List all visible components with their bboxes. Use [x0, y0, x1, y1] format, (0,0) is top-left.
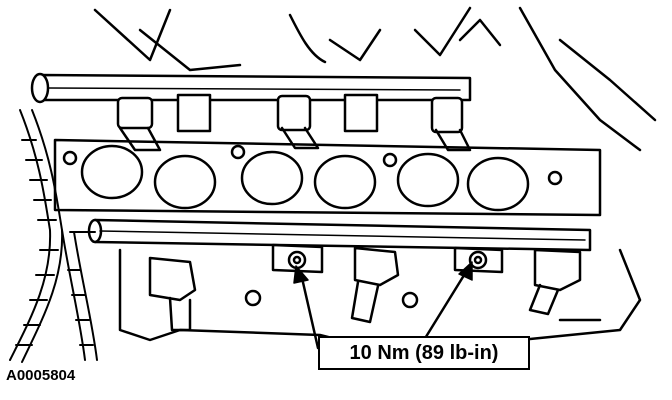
- lower-fuel-rail: [69, 218, 592, 252]
- lower-injectors: [148, 246, 582, 332]
- engine-background-lines: [93, 6, 657, 152]
- rail-mounting-brackets: [271, 243, 504, 274]
- torque-spec-label: 10 Nm (89 lb-in): [318, 336, 530, 370]
- figure-id-label: A0005804: [6, 367, 76, 384]
- torque-callout-arrows: [293, 261, 473, 350]
- upper-fuel-rail: [30, 72, 472, 152]
- wiring-harness: [9, 109, 98, 363]
